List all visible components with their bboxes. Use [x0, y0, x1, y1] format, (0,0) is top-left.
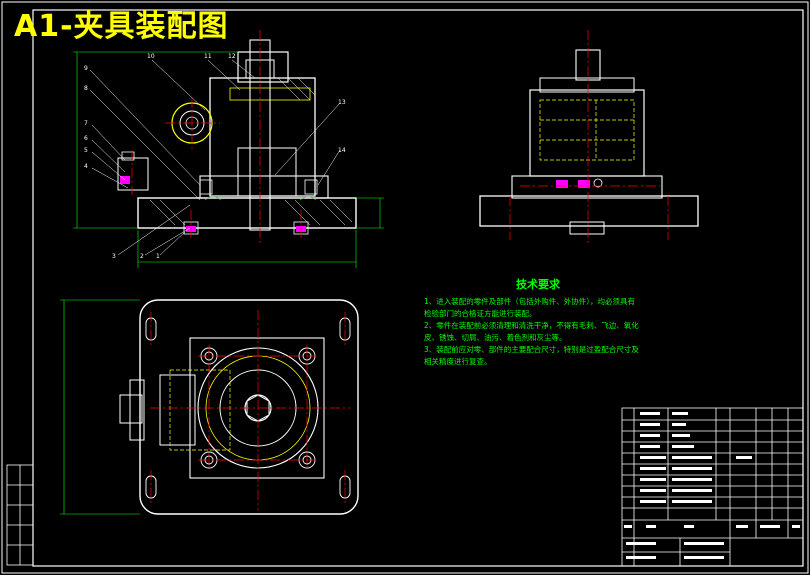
callout-6: 6 — [84, 135, 88, 142]
callout-9: 9 — [84, 65, 88, 72]
base-plate — [137, 197, 357, 229]
callout-5: 5 — [84, 147, 88, 154]
tech-line-6: 相关精度进行复查。 — [424, 357, 492, 366]
drawing-title: A1-夹具装配图 — [14, 9, 229, 44]
callout-3: 3 — [112, 253, 116, 260]
callout-12: 12 — [228, 53, 236, 60]
tech-line-5: 3、装配前应对零、部件的主要配合尺寸，特别是过盈配合尺寸及 — [424, 345, 639, 354]
callout-8: 8 — [84, 85, 88, 92]
side-view — [479, 30, 699, 245]
front-view — [73, 30, 384, 268]
tech-line-2: 检验部门的合格证方能进行装配。 — [424, 309, 537, 318]
title-block — [621, 407, 804, 567]
callout-14: 14 — [338, 147, 346, 154]
title-block-entries — [624, 412, 800, 559]
tech-line-1: 1、进入装配的零件及部件（包括外购件、外协件），均必须具有 — [424, 297, 636, 306]
callout-1: 1 — [156, 253, 160, 260]
fixture-body — [209, 77, 316, 197]
binding-strip — [6, 464, 34, 566]
callout-2: 2 — [140, 253, 144, 260]
callout-10: 10 — [147, 53, 155, 60]
callout-7: 7 — [84, 120, 88, 127]
top-base — [139, 299, 359, 515]
callout-11: 11 — [204, 53, 212, 60]
tech-requirements-heading: 技术要求 — [516, 278, 560, 291]
top-view — [60, 299, 359, 515]
callout-13: 13 — [338, 99, 346, 106]
callout-4: 4 — [84, 163, 88, 170]
part-callouts: 10 11 12 9 8 7 6 5 4 3 2 1 13 14 — [84, 53, 346, 260]
tech-line-3: 2、零件在装配前必须清理和清洗干净，不得有毛刺、飞边、氧化 — [424, 321, 639, 330]
tech-line-4: 皮、锈蚀、切屑、油污、着色剂和灰尘等。 — [424, 333, 567, 342]
